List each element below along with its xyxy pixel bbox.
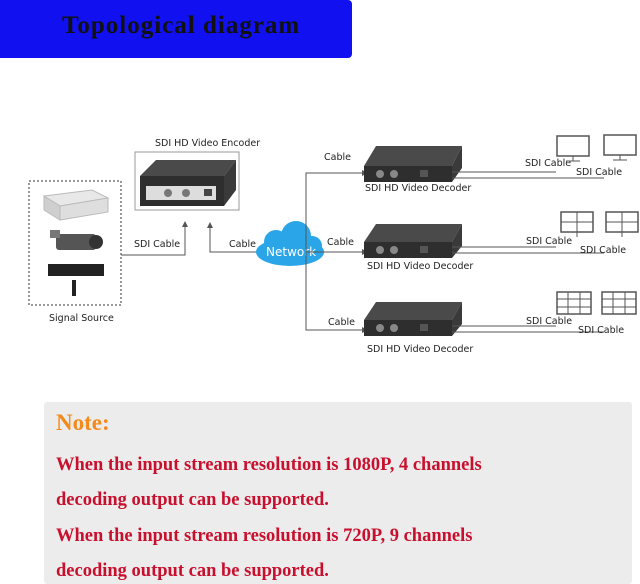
decoder-1-output-a-label: SDI Cable [525,158,571,169]
decoder-3-label: SDI HD Video Decoder [367,344,473,355]
decoder-1-output-b-label: SDI Cable [576,167,622,178]
decoder-2-label: SDI HD Video Decoder [367,261,473,272]
camcorder-icon [50,230,103,250]
decoder-2-output-b-label: SDI Cable [580,245,626,256]
decoder-2-monitor-b-icon [605,211,639,237]
note-line-3: When the input stream resolution is 720P… [56,526,473,546]
encoder-device-icon [140,160,236,206]
decoder-2-monitor-a-icon [560,211,594,237]
decoder-1-device-icon [364,146,462,182]
sdi-cable-line [121,225,186,256]
set-top-box-icon [42,189,110,221]
encoder-cable-label: Cable [229,239,256,250]
encoder-cable-line [209,226,258,253]
signal-source-label: Signal Source [49,313,114,324]
decoder-3-output-a-label: SDI Cable [526,316,572,327]
note-line-4: decoding output can be supported. [56,561,329,581]
decoder-3-monitor-b-icon [601,291,637,315]
sdi-cable-label: SDI Cable [134,239,180,250]
decoder-3-device-icon [364,302,462,336]
note-line-2: decoding output can be supported. [56,490,329,510]
media-player-icon [48,264,104,296]
decoder-2-output-a-label: SDI Cable [526,236,572,247]
signal-source-box [28,180,122,306]
note-line-1: When the input stream resolution is 1080… [56,455,482,475]
decoder-3-cable-label: Cable [328,317,355,328]
note-panel [44,402,632,584]
network-cloud-icon [256,221,324,266]
decoder-3-monitor-a-icon [556,291,592,315]
decoder-1-monitor-a-icon [556,135,590,162]
decoder-2-device-icon [364,224,462,258]
encoder-label: SDI HD Video Encoder [155,138,260,149]
decoder-2-cable-label: Cable [327,237,354,248]
decoder-1-label: SDI HD Video Decoder [365,183,471,194]
network-label: Network [266,245,316,259]
decoder-1-monitor-b-icon [603,134,637,161]
title-banner [0,0,352,58]
decoder-3-output-b-label: SDI Cable [578,325,624,336]
encoder-frame [134,151,240,211]
topology-diagram: Signal Source SDI HD Video Encoder SDI C… [28,134,639,355]
page-title: Topological diagram [62,12,301,39]
note-title: Note: [56,410,110,435]
decoder-1-cable-label: Cable [324,152,351,163]
